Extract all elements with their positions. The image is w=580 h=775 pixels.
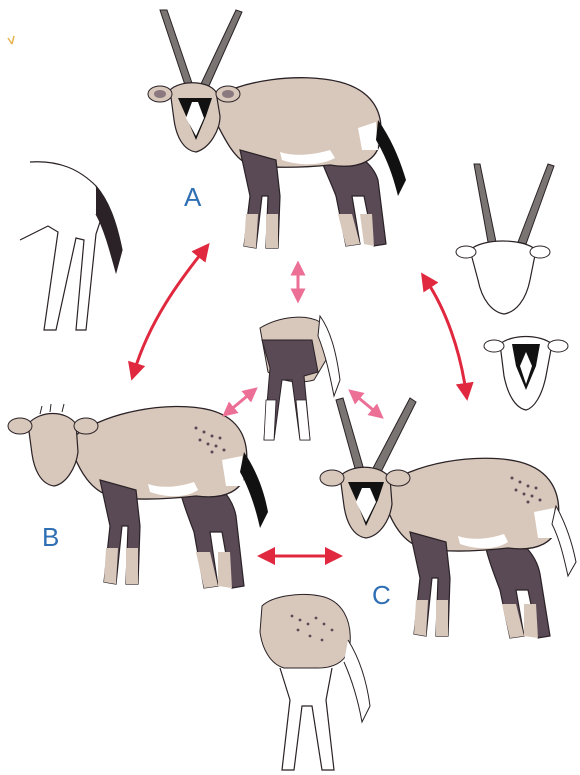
arrow-a-c [426,280,466,392]
oryx-a-horn-left [160,10,193,88]
hindquarter-sketch-center [260,316,340,440]
oryx-c-tail [552,506,576,576]
corner-mark [8,36,14,44]
head-sketch-horned [456,164,554,314]
oryx-a-tail [376,120,406,196]
arrow-center-c [354,394,378,414]
oryx-c-horn-right [372,398,416,474]
arrow-a-b [134,250,204,372]
label-b: B [42,522,59,553]
oryx-b-tail [240,452,268,528]
label-c: C [372,580,391,611]
oryx-b-body [70,407,247,499]
arrow-center-b [228,392,252,412]
head-sketch-masked [484,337,568,411]
hindquarter-sketch-left [20,162,122,330]
oryx-a-horn-right [200,10,242,88]
oryx-b [8,404,268,588]
oryx-b-head [28,414,78,487]
oryx-c-horn-left [336,398,364,472]
oryx-c [320,398,576,638]
hindquarter-sketch-bottom [260,594,370,770]
label-a: A [184,182,201,213]
